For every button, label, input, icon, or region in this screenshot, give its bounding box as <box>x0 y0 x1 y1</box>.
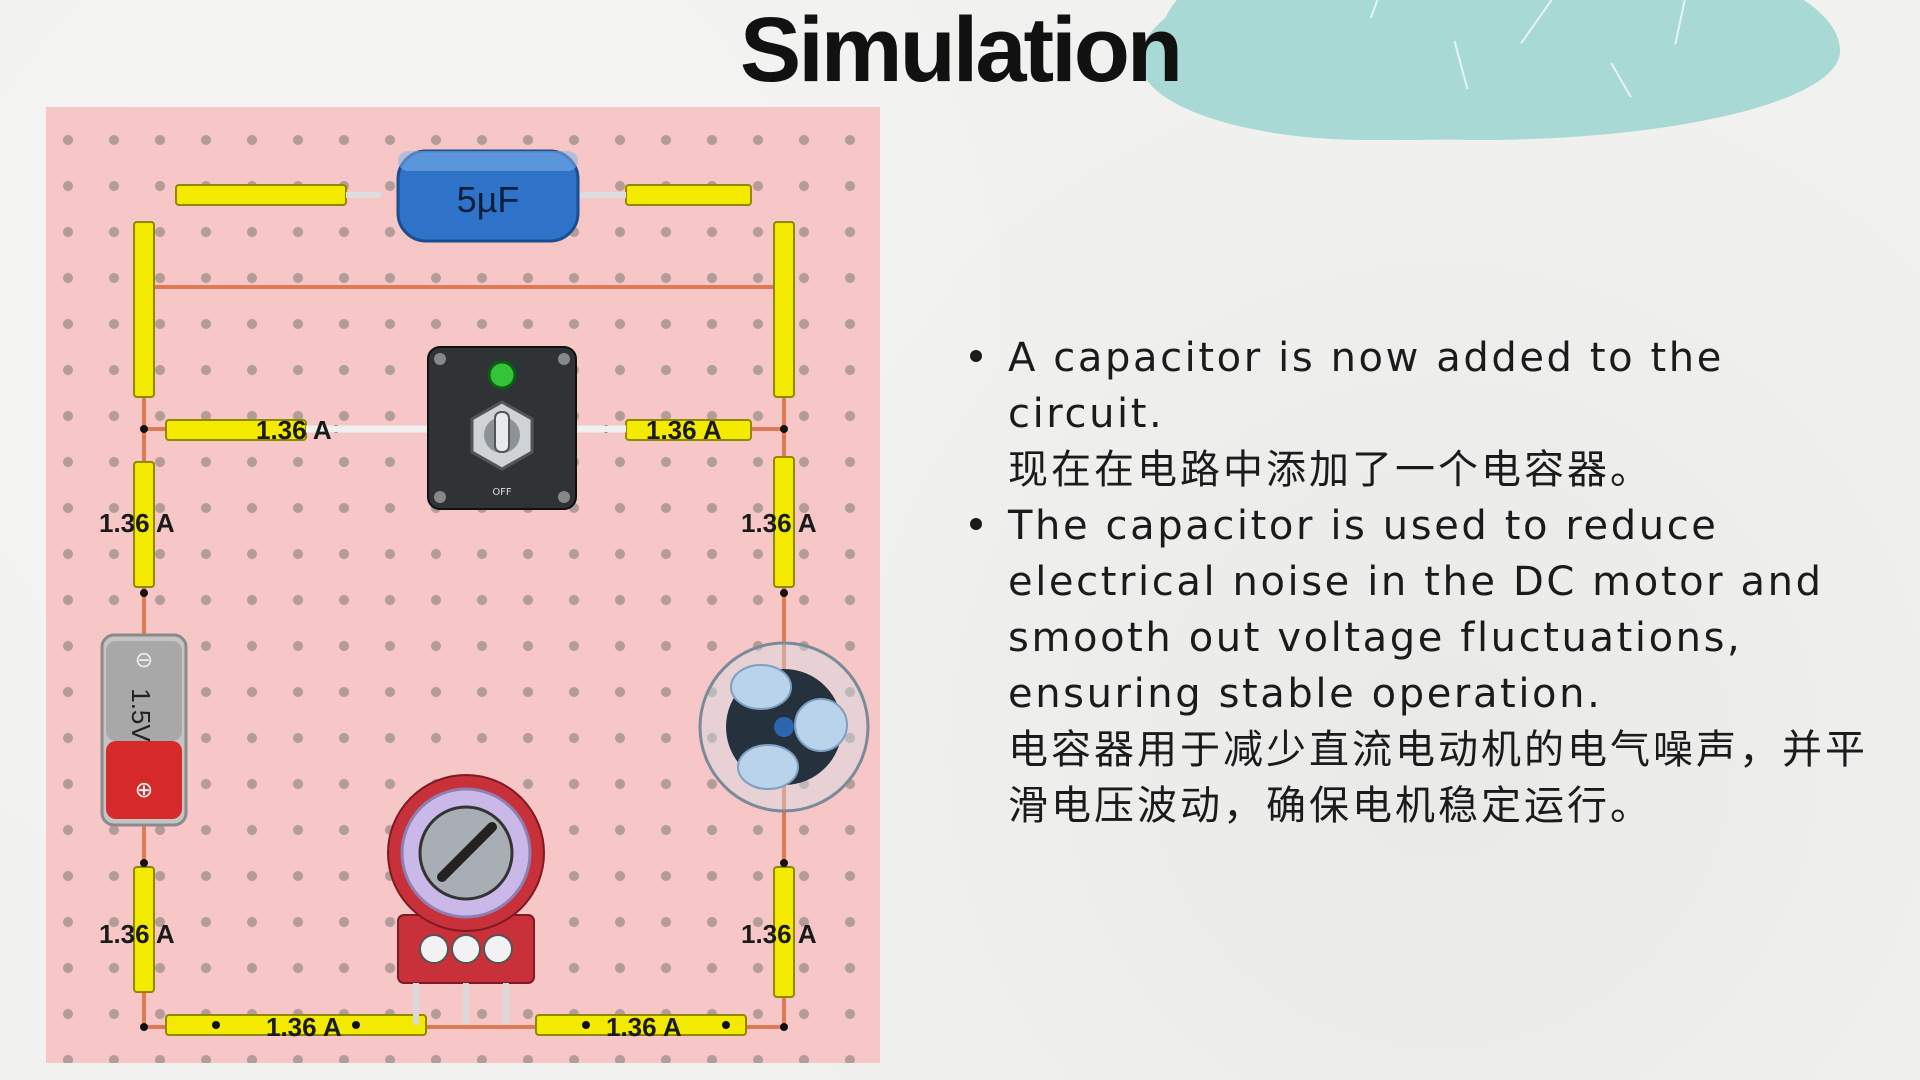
bullet-text-english: A capacitor is now added to the circuit. <box>1008 335 1724 437</box>
bullet-text-chinese: 现在在电路中添加了一个电容器。 <box>1008 447 1653 493</box>
capacitor-label: 5µF <box>457 179 520 220</box>
toggle-switch-icon[interactable]: OFF <box>306 346 626 510</box>
description-panel: A capacitor is now added to the circuit.… <box>960 330 1880 834</box>
bullet-text-chinese: 电容器用于减少直流电动机的电气噪声，并平滑电压波动，确保电机稳定运行。 <box>1008 727 1868 829</box>
wires <box>133 184 795 1036</box>
circuit-simulation[interactable]: 5µF OFF ⊖ ⊕ 1.5V <box>46 107 880 1063</box>
battery-label: 1.5V <box>126 688 156 742</box>
wire-right-top[interactable] <box>773 221 795 398</box>
wire-left-upper[interactable] <box>133 461 155 588</box>
current-reading-bottom-left: 1.36 A <box>266 1012 342 1042</box>
current-reading-top-right: 1.36 A <box>646 415 722 445</box>
wire-bottom-left[interactable] <box>165 1014 427 1036</box>
current-reading-right-lower: 1.36 A <box>741 919 817 949</box>
bullet-icon <box>970 518 982 530</box>
bullet-list: A capacitor is now added to the circuit.… <box>960 330 1880 834</box>
circuit-diagram: 5µF OFF ⊖ ⊕ 1.5V <box>99 149 870 1042</box>
bullet-item: The capacitor is used to reduce electric… <box>960 498 1880 834</box>
current-reading-left-upper: 1.36 A <box>99 508 175 538</box>
wire-top-right[interactable] <box>625 184 752 206</box>
switch-state-label: OFF <box>492 487 512 498</box>
wire-top-left[interactable] <box>175 184 347 206</box>
current-reading-left-lower: 1.36 A <box>99 919 175 949</box>
battery-positive-symbol: ⊕ <box>135 778 153 803</box>
current-reading-right-upper: 1.36 A <box>741 508 817 538</box>
fan-motor-icon[interactable] <box>698 641 870 813</box>
wire-left-top[interactable] <box>133 221 155 398</box>
battery-negative-symbol: ⊖ <box>135 648 153 673</box>
wire-right-upper[interactable] <box>773 456 795 588</box>
current-reading-bottom-right: 1.36 A <box>606 1012 682 1042</box>
current-reading-top-left: 1.36 A <box>256 415 332 445</box>
capacitor-icon[interactable]: 5µF <box>346 149 626 243</box>
battery-icon[interactable]: ⊖ ⊕ 1.5V <box>100 633 188 827</box>
bullet-icon <box>970 350 982 362</box>
bullet-text-english: The capacitor is used to reduce electric… <box>1008 503 1824 717</box>
current-readings: 1.36 A 1.36 A 1.36 A 1.36 A 1.36 A 1.36 … <box>99 415 817 1042</box>
potentiometer-icon[interactable] <box>387 774 545 1025</box>
bullet-item: A capacitor is now added to the circuit.… <box>960 330 1880 498</box>
page-title: Simulation <box>739 0 1183 101</box>
wire-bottom-right[interactable] <box>535 1014 747 1036</box>
